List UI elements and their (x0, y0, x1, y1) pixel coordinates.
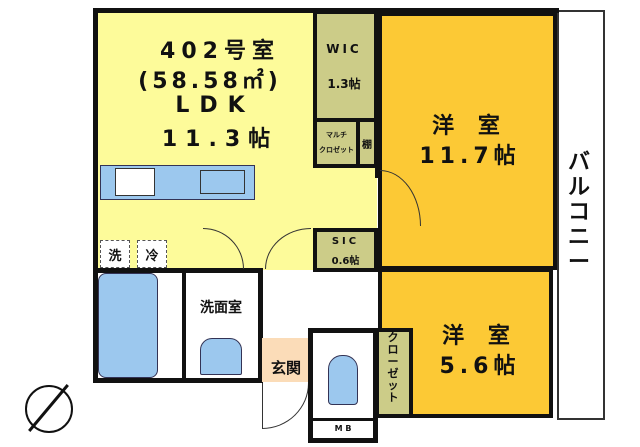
washbasin (200, 338, 242, 375)
balcony (557, 10, 605, 420)
multi-closet-label-2: クロゼット (319, 146, 354, 154)
sic-size: 0.6帖 (331, 256, 360, 267)
mb-divider (310, 418, 376, 421)
western-room-1 (378, 12, 557, 270)
front-door[interactable] (262, 383, 309, 429)
western-room-1-size: 11.7帖 (419, 144, 521, 169)
washer-label: 洗 (108, 249, 122, 264)
wall-top (93, 8, 559, 13)
shelf-label: 棚 (362, 140, 372, 151)
wall-left (93, 8, 98, 383)
north-compass-icon (25, 385, 73, 433)
unit-number: 402号室 (160, 39, 280, 64)
sic-label: SIC (331, 236, 360, 247)
wic-size: 1.3帖 (327, 77, 361, 91)
meter-box-label: M B (334, 424, 352, 433)
fridge-label: 冷 (145, 249, 159, 264)
western-room-2-label: 洋 室 (442, 324, 518, 349)
wic-label: WIC (326, 42, 362, 56)
balcony-label: バルコニー (568, 150, 591, 275)
fridge-space (137, 240, 167, 268)
sink-icon (200, 170, 245, 194)
western-room-1-label: 洋 室 (432, 114, 508, 139)
stove-icon (115, 168, 155, 196)
shoe-closet (313, 228, 378, 272)
wall-bath-wash (182, 272, 186, 382)
ldk-label: LDK (175, 93, 255, 118)
closet-label: クローゼット (387, 331, 399, 404)
entrance (262, 338, 310, 382)
entrance-label: 玄関 (270, 359, 301, 377)
western-room-2-size: 5.6帖 (439, 354, 521, 379)
closet (375, 328, 413, 418)
unit-area: (58.58㎡) (138, 69, 282, 94)
multi-closet (313, 118, 360, 168)
ldk-size: 11.3帖 (161, 127, 279, 152)
bathtub (98, 273, 158, 378)
washroom-label: 洗面室 (200, 300, 242, 316)
multi-closet-label: マルチ (326, 131, 347, 139)
wall-ldk-right (375, 8, 379, 178)
toilet-icon (328, 355, 358, 405)
walk-in-closet (313, 10, 378, 122)
washer-space (100, 240, 130, 268)
